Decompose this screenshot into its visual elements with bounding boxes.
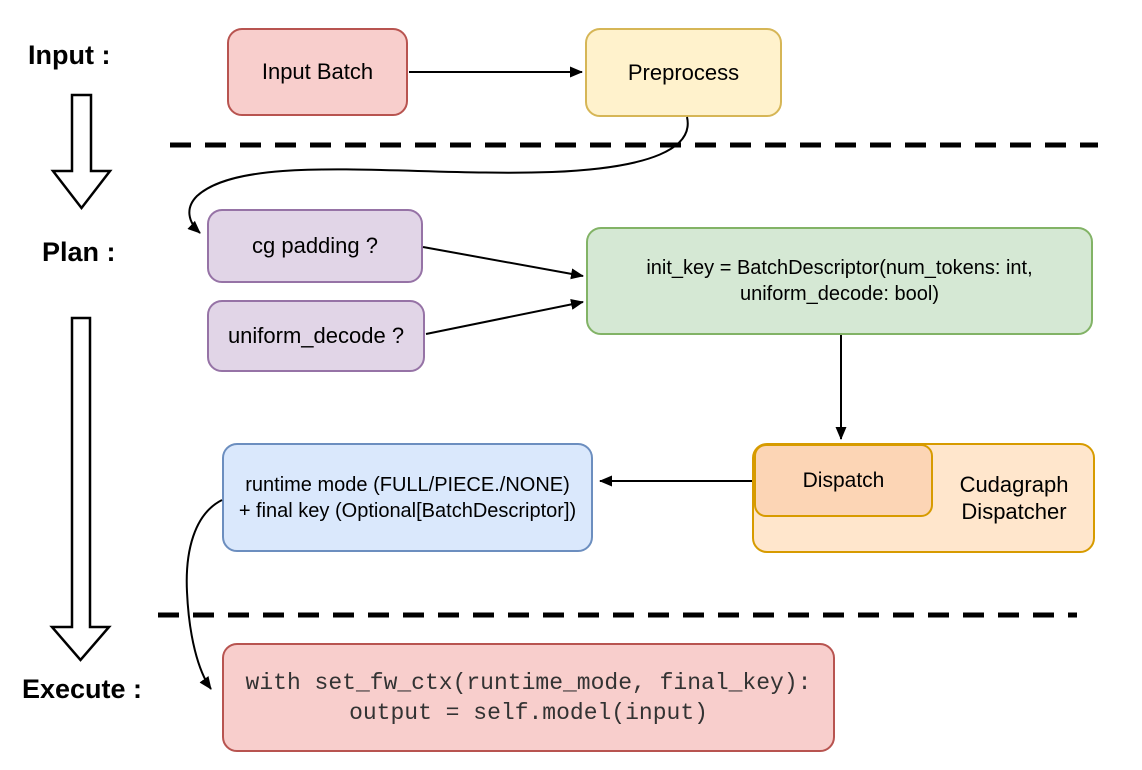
node-preprocess-label: Preprocess xyxy=(627,59,740,85)
stage-label-input: Input : xyxy=(28,40,111,70)
connector-uniform-decode-to-init-key xyxy=(425,299,584,335)
node-runtime-mode-result: runtime mode (FULL/PIECE./NONE) + final … xyxy=(222,443,593,552)
node-runtime-line1: runtime mode (FULL/PIECE./NONE) xyxy=(245,473,570,496)
connector-cg-padding-to-init-key xyxy=(422,246,584,280)
stage-label-plan: Plan : xyxy=(42,237,116,267)
hollow-arrow-plan-to-execute-icon xyxy=(49,316,112,662)
node-execute-code: with set_fw_ctx(runtime_mode, final_key)… xyxy=(222,643,835,752)
node-cg-padding-label: cg padding ? xyxy=(252,233,378,258)
node-dispatch: Dispatch xyxy=(754,444,933,517)
node-cg-padding: cg padding ? xyxy=(207,209,423,283)
node-preprocess: Preprocess xyxy=(585,28,782,117)
execute-code-line1: with set_fw_ctx(runtime_mode, final_key)… xyxy=(245,669,812,696)
hollow-arrow-input-to-plan-icon xyxy=(50,93,113,211)
node-init-key: init_key = BatchDescriptor(num_tokens: i… xyxy=(586,227,1093,335)
node-input-batch: Input Batch xyxy=(227,28,408,116)
node-input-batch-label: Input Batch xyxy=(261,59,374,84)
node-init-key-line1: init_key = BatchDescriptor(num_tokens: i… xyxy=(646,257,1033,279)
connector-runtime-to-execute-code xyxy=(185,499,223,690)
node-uniform-decode-label: uniform_decode ? xyxy=(227,323,405,348)
cudagraph-label-line1: Cudagraph xyxy=(959,472,1069,497)
execute-code-line2: output = self.model(input) xyxy=(349,699,708,726)
node-runtime-line2: + final key (Optional[BatchDescriptor]) xyxy=(238,499,577,522)
node-init-key-line2: uniform_decode: bool) xyxy=(739,283,939,305)
cudagraph-dispatcher-label: Cudagraph Dispatcher xyxy=(935,445,1093,551)
node-uniform-decode: uniform_decode ? xyxy=(207,300,425,372)
cudagraph-label-line2: Dispatcher xyxy=(961,499,1067,524)
stage-label-execute: Execute : xyxy=(22,674,143,704)
node-dispatch-label: Dispatch xyxy=(802,468,885,492)
